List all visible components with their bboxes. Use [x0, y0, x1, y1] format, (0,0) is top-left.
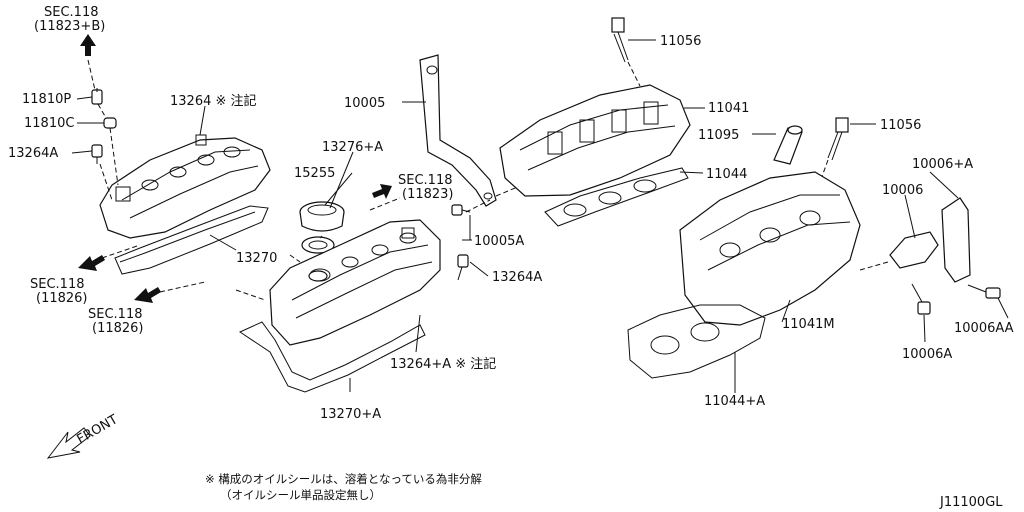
label-15255: 15255 [294, 166, 335, 181]
oil-filler-cap-15255 [299, 201, 345, 232]
label-11044: 11044 [706, 167, 747, 182]
label-13264A-left: 13264A [8, 146, 58, 161]
arrow-down-left-icon [78, 255, 105, 271]
footnote-line-1: ※ 構成のオイルシールは、溶着となっている為非分解 [205, 472, 482, 486]
label-sec118-11823b-code: (11823+B) [34, 19, 105, 34]
bolt-10006A [911, 283, 931, 315]
rocker-cover-left [99, 134, 271, 239]
bolt-10005A [451, 204, 471, 216]
label-11041M: 11041M [782, 317, 835, 332]
label-10006AA: 10006AA [954, 321, 1014, 336]
label-10006A-top: 10006+A [912, 157, 973, 172]
label-13264-note: 13264 ※ 注記 [170, 93, 257, 109]
label-sec118-11823-code: (11823) [402, 187, 454, 202]
label-sec118-11826-b: SEC.118 [88, 307, 143, 322]
bracket-10006A [941, 197, 971, 283]
label-sec118-11823b: SEC.118 [44, 5, 99, 20]
label-10006A: 10006A [902, 347, 952, 362]
label-sec118-11826-b-code: (11826) [92, 321, 144, 336]
label-sec118-11826-a: SEC.118 [30, 277, 85, 292]
label-10006: 10006 [882, 183, 923, 198]
gasket-13270 [114, 205, 269, 275]
label-11810C: 11810C [24, 116, 74, 131]
footnote-line-2: （オイルシール単品設定無し） [220, 488, 381, 502]
arrow-down-left-icon-2 [134, 287, 161, 303]
bolt-11056-right [827, 117, 849, 161]
label-11044A: 11044+A [704, 394, 765, 409]
pcv-valve-11810P [91, 88, 103, 105]
bracket-10005 [419, 54, 497, 207]
label-10005: 10005 [344, 96, 385, 111]
rocker-cover-right [269, 219, 441, 346]
bolt-11056-top [611, 17, 629, 63]
bolt-10006AA [967, 284, 1001, 299]
label-13264A-mid: 13264A [492, 270, 542, 285]
head-gasket-11044 [544, 167, 689, 227]
plug-11095 [773, 125, 803, 165]
head-gasket-11044A [627, 304, 766, 379]
gasket-13270A [238, 321, 426, 393]
label-11056-right: 11056 [880, 118, 921, 133]
cylinder-head-11041 [499, 84, 691, 197]
label-10005A: 10005A [474, 234, 524, 249]
bolt-13264A-left [91, 144, 103, 164]
bracket-10006 [889, 231, 939, 269]
label-11810P: 11810P [22, 92, 71, 107]
label-sec118-11826-a-code: (11826) [36, 291, 88, 306]
oil-seal-13276A [301, 236, 335, 254]
label-13276A: 13276+A [322, 140, 383, 155]
label-11095: 11095 [698, 128, 739, 143]
grommet-11810C [103, 117, 117, 129]
label-front: FRONT [75, 412, 121, 447]
label-11056-top: 11056 [660, 34, 701, 49]
label-13264A-note: 13264+A ※ 注記 [390, 356, 496, 372]
label-13270: 13270 [236, 251, 277, 266]
cylinder-head-11041M [679, 171, 861, 326]
arrow-right-icon [372, 184, 392, 199]
label-sec118-11823: SEC.118 [398, 173, 453, 188]
diagram-code: J11100GL [939, 495, 1003, 510]
bolt-13264A-mid [457, 254, 469, 281]
label-11041: 11041 [708, 101, 749, 116]
arrow-up-icon [80, 34, 96, 56]
label-13270A: 13270+A [320, 407, 381, 422]
front-arrow-icon [46, 427, 91, 459]
